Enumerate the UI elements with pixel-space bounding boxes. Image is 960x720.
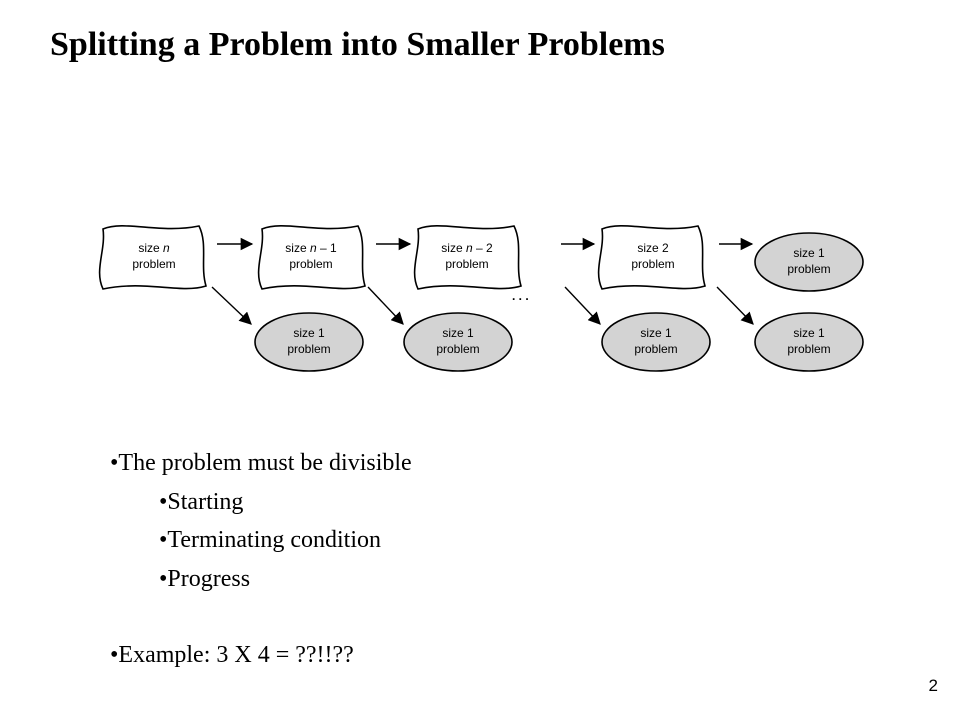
solved-node-shape: [403, 312, 513, 372]
problem-node-line2: problem: [787, 262, 830, 276]
solved-node-line1: size 1: [793, 326, 825, 340]
solved-node-line2: problem: [287, 342, 330, 356]
solved-node-line1: size 1: [442, 326, 474, 340]
problem-node-shape: [98, 225, 207, 290]
diagonal-arrow: [716, 286, 754, 325]
solved-node-bottom: size 1 problem: [601, 312, 711, 372]
bullet-item: •Example: 3 X 4 = ??!!??: [110, 642, 354, 668]
solved-node-line2: problem: [436, 342, 479, 356]
diagonal-arrow: [367, 286, 404, 325]
solved-node-line1: size 1: [640, 326, 672, 340]
solved-node-bottom: size 1 problem: [254, 312, 364, 372]
problem-node-line1: size 2: [637, 241, 669, 255]
problem-node-line2: problem: [631, 257, 674, 271]
bullet-subitem: •Starting: [159, 488, 244, 515]
bullet-subitem: •Terminating condition: [159, 527, 382, 553]
diagonal-arrow: [564, 286, 601, 325]
problem-node-shape: [597, 225, 706, 290]
problem-node-line1: size n – 1: [285, 241, 337, 255]
solved-node-shape: [601, 312, 711, 372]
solved-node-line1: size 1: [293, 326, 325, 340]
diagonal-arrow: [211, 286, 252, 325]
solved-node-shape: [754, 232, 864, 292]
problem-node-line1: size 1: [793, 246, 825, 260]
bullet-list: •The problem must be divisible •Starting…: [110, 444, 412, 675]
problem-node-size-2: size 2 problem: [597, 225, 706, 290]
problem-node-shape: [257, 225, 366, 290]
problem-node-line2: problem: [445, 257, 488, 271]
problem-node-line2: problem: [289, 257, 332, 271]
bullet-spacer: [110, 598, 412, 636]
solved-node-line2: problem: [787, 342, 830, 356]
bullet-subitem: •Progress: [159, 565, 251, 592]
solved-node-bottom: size 1 problem: [403, 312, 513, 372]
bullet-item: •The problem must be divisible: [110, 450, 412, 476]
slide-title: Splitting a Problem into Smaller Problem…: [50, 26, 665, 63]
problem-node-line2: problem: [132, 257, 175, 271]
problem-node-size-n: size n problem: [98, 225, 207, 290]
page-number: 2: [928, 676, 938, 695]
solved-node-shape: [254, 312, 364, 372]
problem-node-size-n-minus-1: size n – 1 problem: [257, 225, 366, 290]
solved-node-line2: problem: [634, 342, 677, 356]
problem-node-line1: size n: [138, 241, 170, 255]
problem-node-line1: size n – 2: [441, 241, 493, 255]
solved-node-top: size 1 problem: [754, 232, 864, 292]
problem-node-size-n-minus-2: size n – 2 problem: [413, 225, 522, 290]
solved-node-bottom: size 1 problem: [754, 312, 864, 372]
solved-node-shape: [754, 312, 864, 372]
problem-node-shape: [413, 225, 522, 290]
ellipsis-dots: . . .: [512, 289, 529, 303]
